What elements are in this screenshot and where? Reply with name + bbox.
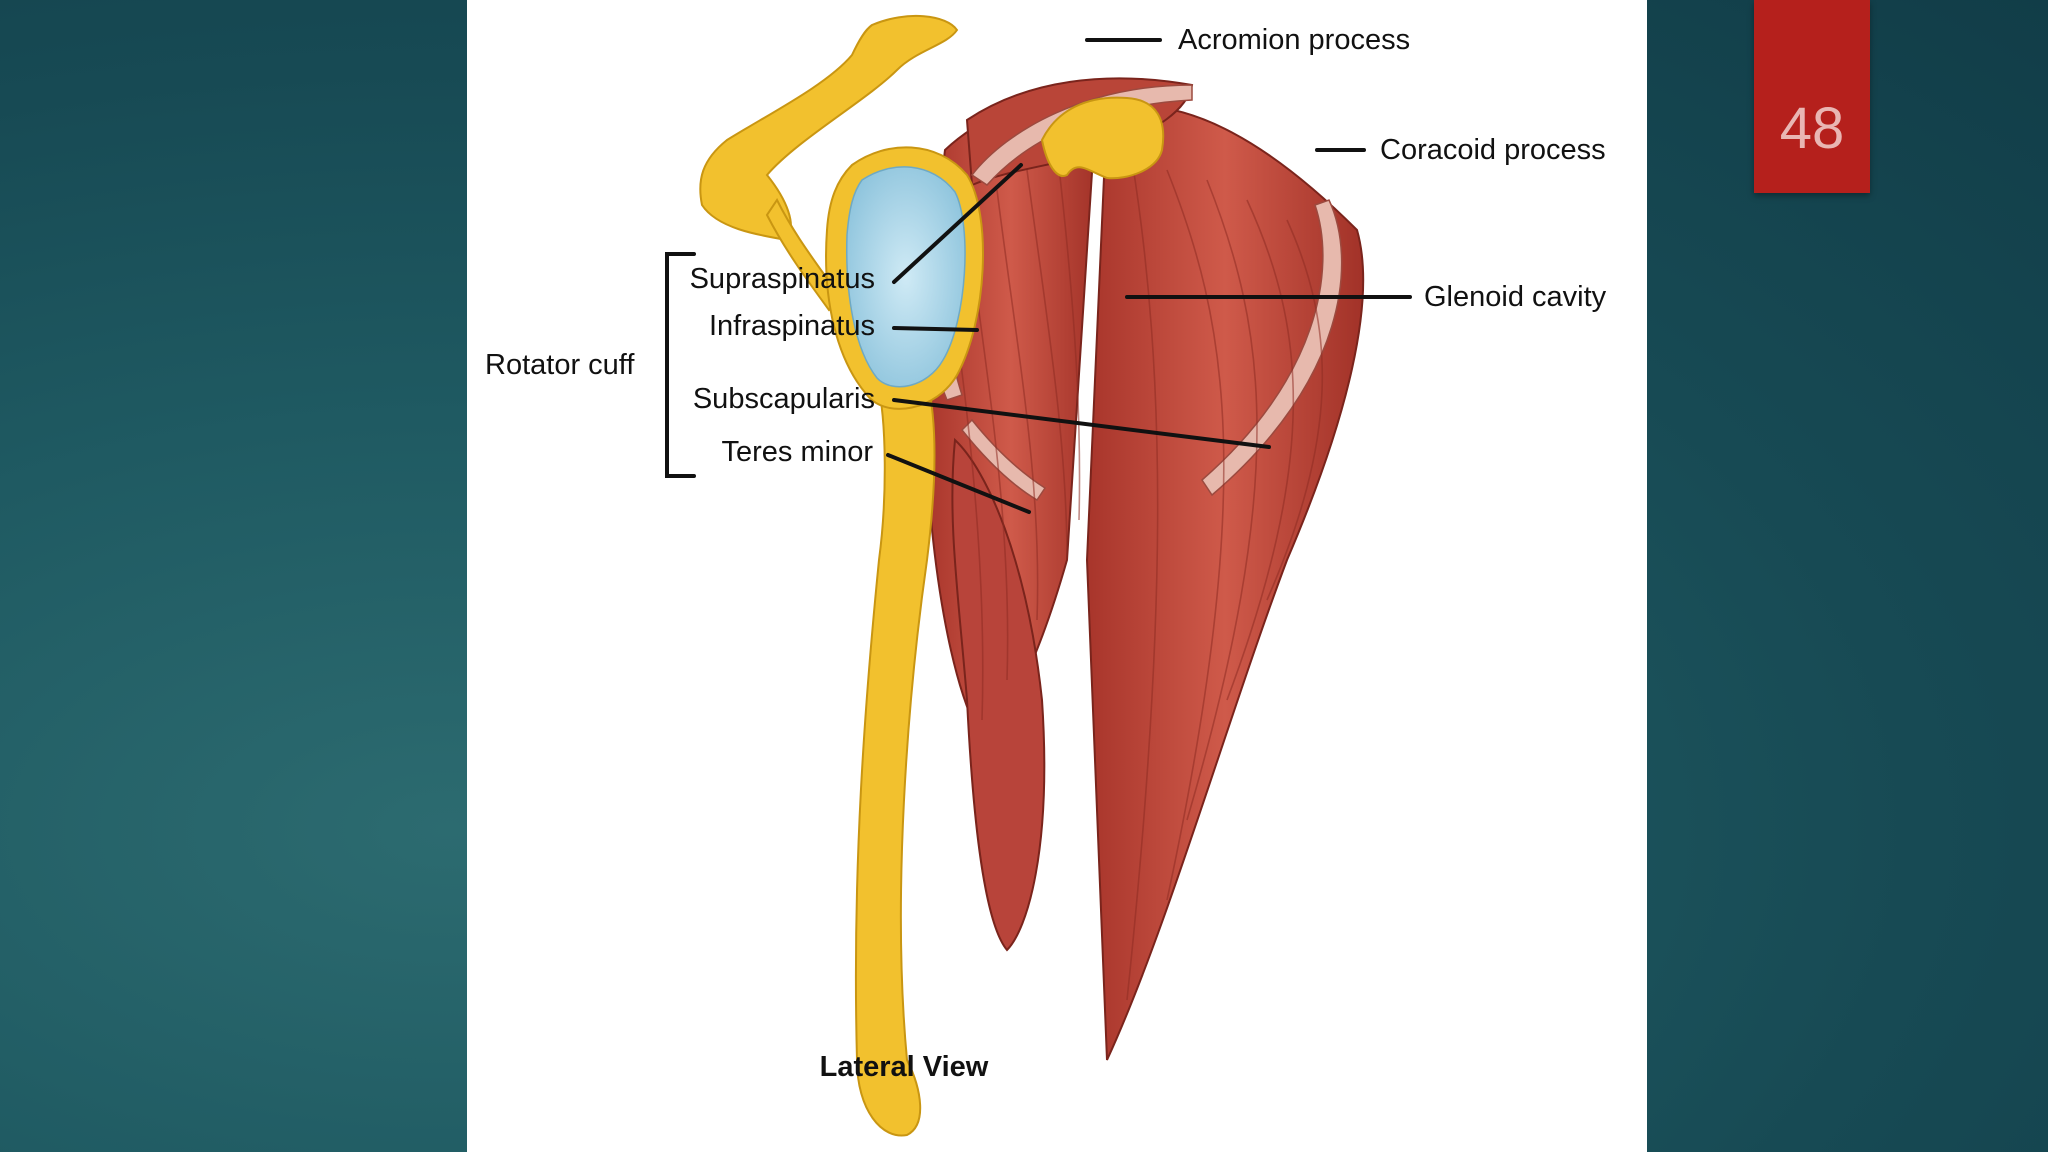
rotator-cuff-bracket [665,252,696,478]
shoulder-anatomy-diagram: Acromion process Coracoid process Glenoi… [485,14,1607,1137]
muscle-fibers [946,149,1324,1001]
teres-minor-leader [886,453,1031,514]
scapula-bone [699,14,1165,1137]
label-rotator-cuff: Rotator cuff [485,349,635,381]
label-acromion-process: Acromion process [1178,24,1410,56]
teres-minor-tendon [960,418,1047,502]
caption-lateral-view: Lateral View [820,1051,989,1083]
slide-number: 48 [1779,96,1845,161]
label-subscapularis: Subscapularis [693,383,875,415]
scapular-spine [765,198,844,312]
coracoid-process [1040,96,1165,180]
subscapularis-tendon [1201,199,1343,497]
supraspinatus-leader [892,163,1023,284]
figure-panel: Acromion process Coracoid process Glenoi… [467,0,1647,1152]
teres-minor-muscle [951,437,1046,952]
label-infraspinatus: Infraspinatus [709,310,875,342]
scapula-lateral-border [854,379,936,1137]
label-teres-minor: Teres minor [722,436,874,468]
label-coracoid-process: Coracoid process [1380,134,1606,166]
subscapularis-muscle [1085,105,1365,1061]
glenoid-cavity [846,166,966,388]
infraspinatus-leader [892,326,979,332]
label-supraspinatus: Supraspinatus [690,263,875,295]
label-glenoid-cavity: Glenoid cavity [1424,281,1607,313]
rotator-cuff-muscles [923,77,1365,1061]
subscapularis-leader [892,398,1271,449]
leader-lines [665,38,1412,514]
slide-number-badge: 48 [1754,0,1870,193]
